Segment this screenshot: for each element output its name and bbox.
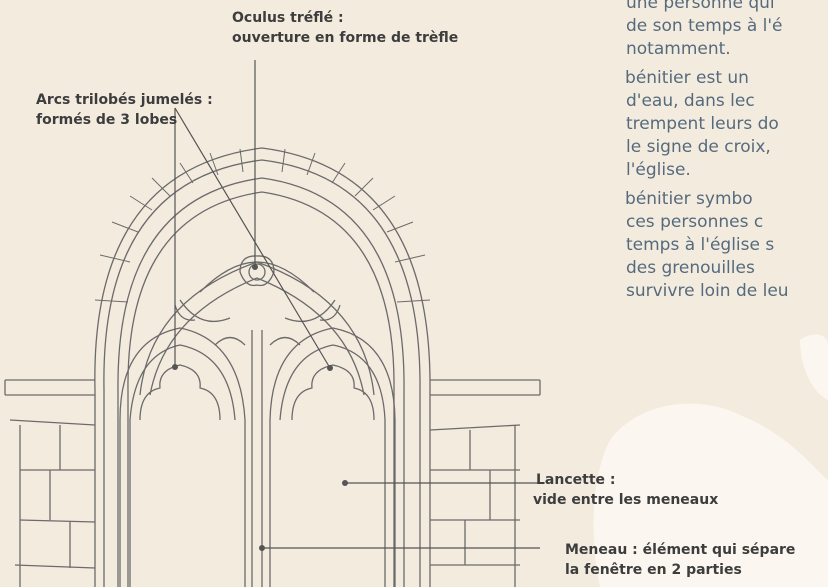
meneau-label-title: Meneau : élément qui sépare (565, 542, 796, 558)
lancette-label-title: Lancette : (536, 472, 616, 488)
body-text-column: une personne qui de son temps à l'é nota… (626, 0, 828, 303)
body-line: ces personnes c (626, 212, 764, 232)
body-line: l'église. (626, 160, 691, 180)
arcs-label: Arcs trilobés jumelés : formés de 3 lobe… (36, 90, 213, 130)
arcs-label-description: formés de 3 lobes (36, 112, 178, 128)
body-line: des grenouilles (626, 258, 755, 278)
body-line: Le bénitier symbo (626, 189, 753, 209)
meneau-label: Meneau : élément qui sépare la fenêtre e… (565, 540, 795, 580)
body-line: survivre loin de leu (626, 281, 789, 301)
body-line: trempent leurs do (626, 114, 779, 134)
body-line: une personne qui (626, 0, 775, 13)
body-line: le signe de croix, (626, 137, 771, 157)
body-line: de son temps à l'é (626, 16, 783, 36)
body-line: notamment. (626, 39, 731, 59)
body-line: temps à l'église s (626, 235, 775, 255)
lancette-label-description: vide entre les meneaux (533, 492, 719, 508)
oculus-label: Oculus tréflé : ouverture en forme de tr… (232, 8, 458, 48)
body-line: d'eau, dans lec (626, 91, 755, 111)
oculus-label-title: Oculus tréflé : (232, 10, 344, 26)
oculus-label-description: ouverture en forme de trèfle (232, 30, 459, 46)
body-line: Le bénitier est un (626, 68, 749, 88)
meneau-label-description: la fenêtre en 2 parties (565, 562, 742, 578)
arcs-label-title: Arcs trilobés jumelés : (36, 92, 213, 108)
lancette-label: Lancette : vide entre les meneaux (533, 470, 719, 510)
